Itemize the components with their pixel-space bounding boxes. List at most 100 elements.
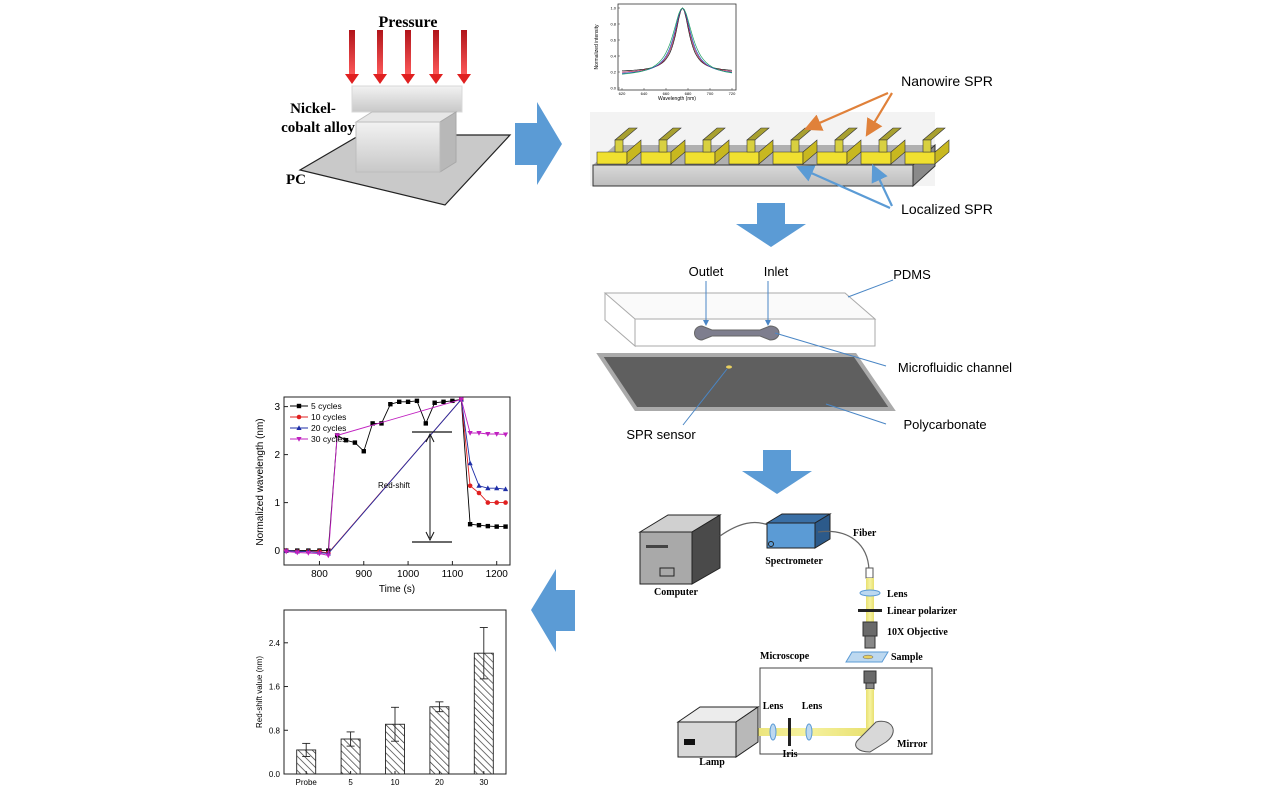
- ridge-front: [614, 139, 624, 153]
- microscope-label: Microscope: [760, 651, 810, 662]
- spectrum-curve: [621, 7, 733, 75]
- gold-pad: [596, 151, 628, 165]
- data-point: [502, 486, 509, 492]
- line-chart-x-tick-label: 800: [311, 569, 328, 580]
- data-point: [423, 421, 429, 426]
- gold-pad: [728, 151, 760, 165]
- data-point: [379, 421, 384, 426]
- channel-pointer: [774, 332, 887, 367]
- localized-arrow: [871, 164, 893, 207]
- data-point: [467, 431, 473, 436]
- spectrum-y-tick-label: 0.0: [610, 86, 616, 91]
- data-point: [485, 485, 491, 491]
- outlet-label: Outlet: [689, 264, 724, 279]
- computer-label: Computer: [654, 587, 698, 598]
- pc-label: PC: [286, 172, 306, 188]
- spectrum-y-tick-label: 0.4: [610, 54, 616, 59]
- pressure-arrow: [373, 30, 387, 84]
- nickel-cobalt-block: [354, 111, 458, 173]
- data-point: [325, 553, 331, 559]
- data-point: [476, 431, 482, 436]
- line-chart-frame: [283, 396, 511, 566]
- nanowire-arrow: [803, 91, 889, 131]
- spectrum-y-tick-label: 0.6: [610, 38, 616, 43]
- pressure-label: Pressure: [379, 14, 438, 31]
- line-chart-y-tick-label: 2: [274, 450, 280, 461]
- spectrum-y-tick-label: 0.8: [610, 22, 616, 27]
- spr-sensor-label: SPR sensor: [626, 427, 696, 442]
- line-chart-x-tick-label: 1100: [442, 569, 464, 580]
- flow-arrow-left: [531, 569, 575, 652]
- bar-category-label: 30: [479, 778, 488, 787]
- pressure-arrow: [401, 30, 415, 84]
- polycarbonate-layer: [596, 353, 896, 411]
- legend-entry: 30 cycles: [311, 434, 346, 444]
- data-point: [296, 425, 302, 430]
- sample-spot: [862, 654, 874, 660]
- nanostructure-panel: Nanowire SPR Localized SPR: [590, 73, 993, 217]
- lens-right-label: Lens: [802, 701, 823, 712]
- spectrum-y-tick-label: 0.2: [610, 70, 616, 75]
- localized-spr-label: Localized SPR: [901, 201, 993, 217]
- line-chart-x-tick-label: 900: [355, 569, 372, 580]
- spectrum-x-tick-label: 680: [685, 91, 692, 96]
- ridge-front: [658, 139, 668, 153]
- bar-chart-y-tick-label: 1.6: [269, 683, 281, 692]
- data-point: [334, 433, 340, 439]
- ridge-front: [834, 139, 844, 153]
- optical-fiber: [817, 530, 870, 571]
- computer-cable: [719, 521, 769, 537]
- data-point: [343, 438, 349, 443]
- gold-pad: [860, 151, 892, 165]
- data-point: [370, 421, 375, 426]
- fiber-coupler: [865, 567, 874, 579]
- line-chart-x-tick-label: 1200: [486, 569, 509, 580]
- line-chart-xlabel: Time (s): [379, 584, 415, 595]
- spectrum-curves: [621, 7, 733, 75]
- legend-entry: 20 cycles: [311, 423, 346, 433]
- spectrometer: [765, 513, 832, 549]
- data-point: [414, 398, 420, 404]
- gold-pad: [816, 151, 848, 165]
- data-point: [441, 399, 446, 404]
- lamp: [676, 706, 760, 758]
- spectrometer-label: Spectrometer: [765, 556, 823, 567]
- data-point: [361, 449, 366, 454]
- spectrum-frame: [617, 3, 737, 91]
- microscope-lower-objective: [863, 670, 877, 690]
- objective-label: 10X Objective: [887, 627, 948, 638]
- pressure-arrow: [457, 30, 471, 84]
- spectrum-x-tick-label: 640: [641, 91, 648, 96]
- data-point: [294, 550, 300, 556]
- bar-chart-ylabel: Red-shift value (nm): [255, 656, 264, 728]
- line-chart-y-tick-label: 0: [274, 546, 280, 557]
- data-point: [467, 460, 473, 466]
- ridge-front: [922, 139, 932, 153]
- ridge-front: [878, 139, 888, 153]
- press-plate: [351, 85, 463, 113]
- lamp-label: Lamp: [699, 757, 725, 768]
- linear-polarizer: [858, 609, 882, 612]
- data-point: [503, 500, 508, 505]
- bar-chart-y-tick-label: 2.4: [269, 639, 281, 648]
- microfluidic-chip-panel: Outlet Inlet PDMS Microfluidic channel P…: [596, 264, 1012, 442]
- ridge-front: [746, 139, 756, 153]
- mirror-label: Mirror: [897, 739, 928, 750]
- flow-arrow-down: [742, 450, 812, 494]
- line-chart-series: [283, 396, 509, 559]
- sensor-pointer: [682, 368, 728, 426]
- data-point: [450, 398, 455, 404]
- data-point: [283, 549, 289, 555]
- iris-label: Iris: [783, 749, 798, 760]
- data-point: [467, 483, 473, 489]
- spectrum-x-tick-label: 620: [619, 91, 626, 96]
- bar-category-label: 5: [348, 778, 353, 787]
- spectrum-x-tick-label: 660: [663, 91, 670, 96]
- fiber-label: Fiber: [853, 528, 877, 539]
- bar-category-label: Probe: [296, 778, 318, 787]
- data-point: [494, 485, 500, 491]
- data-point: [502, 432, 509, 438]
